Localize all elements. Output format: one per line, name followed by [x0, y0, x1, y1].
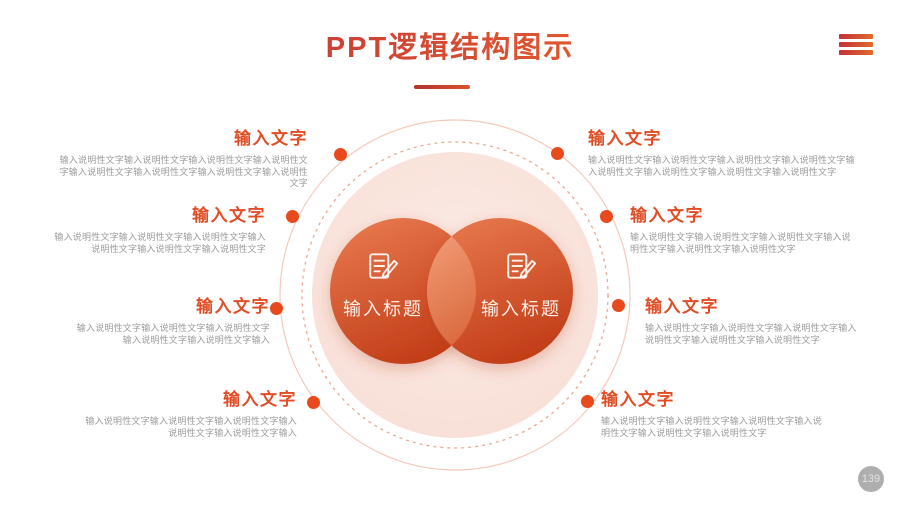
- dashed-ring: [301, 141, 609, 449]
- text-block-right-3: 输入文字 输入说明性文字输入说明性文字输入说明性文字输入说明性文字输入说明性文字…: [645, 292, 857, 346]
- hamburger-icon[interactable]: [839, 34, 873, 55]
- block-description: 输入说明性文字输入说明性文字输入说明性文字输入说明性文字输入说明性文字输入说明性…: [630, 232, 851, 254]
- block-heading: 输入文字: [192, 206, 266, 225]
- block-heading: 输入文字: [630, 206, 704, 225]
- block-description: 输入说明性文字输入说明性文字输入说明性文字输入说明性文字输入说明性文字输入: [76, 323, 270, 345]
- block-heading: 输入文字: [196, 297, 270, 316]
- page-number-badge: 139: [858, 466, 884, 492]
- node-dot: [307, 396, 320, 409]
- text-block-left-2: 输入文字 输入说明性文字输入说明性文字输入说明性文字输入说明性文字输入说明性文字…: [52, 201, 266, 255]
- text-block-right-2: 输入文字 输入说明性文字输入说明性文字输入说明性文字输入说明性文字输入说明性文字…: [630, 201, 854, 255]
- block-heading: 输入文字: [234, 129, 308, 148]
- node-dot: [334, 148, 347, 161]
- block-description: 输入说明性文字输入说明性文字输入说明性文字输入说明性文字输入说明性文字输入说明性…: [601, 416, 822, 438]
- text-block-left-4: 输入文字 输入说明性文字输入说明性文字输入说明性文字输入说明性文字输入说明性文字…: [85, 385, 297, 439]
- node-dot: [286, 210, 299, 223]
- venn-left-content: 输入标题: [323, 249, 443, 321]
- outer-ring: [279, 119, 631, 471]
- node-dot: [581, 395, 594, 408]
- page-title: PPT逻辑结构图示: [0, 24, 900, 66]
- text-block-right-4: 输入文字 输入说明性文字输入说明性文字输入说明性文字输入说明性文字输入说明性文字…: [601, 385, 823, 439]
- venn-overlap: [426, 236, 477, 346]
- block-heading: 输入文字: [601, 390, 675, 409]
- block-description: 输入说明性文字输入说明性文字输入说明性文字输入说明性文字输入说明性文字输入说明性…: [588, 155, 855, 177]
- hamburger-bar: [839, 34, 873, 39]
- node-dot: [612, 299, 625, 312]
- text-block-right-1: 输入文字 输入说明性文字输入说明性文字输入说明性文字输入说明性文字输入说明性文字…: [588, 124, 856, 178]
- node-dot: [551, 147, 564, 160]
- block-description: 输入说明性文字输入说明性文字输入说明性文字输入说明性文字输入说明性文字输入说明性…: [59, 155, 308, 188]
- hamburger-bar: [839, 42, 873, 47]
- title-underline: [414, 85, 470, 89]
- text-block-left-3: 输入文字 输入说明性文字输入说明性文字输入说明性文字输入说明性文字输入说明性文字…: [72, 292, 270, 346]
- block-heading: 输入文字: [645, 297, 719, 316]
- block-heading: 输入文字: [588, 129, 662, 148]
- block-heading: 输入文字: [223, 390, 297, 409]
- note-pencil-icon: [507, 253, 537, 279]
- venn-right-content: 输入标题: [461, 249, 581, 321]
- block-description: 输入说明性文字输入说明性文字输入说明性文字输入说明性文字输入说明性文字输入: [85, 416, 297, 438]
- node-dot: [270, 302, 283, 315]
- note-pencil-icon: [369, 253, 399, 279]
- venn-right-title: 输入标题: [481, 299, 561, 319]
- block-description: 输入说明性文字输入说明性文字输入说明性文字输入说明性文字输入说明性文字输入说明性…: [645, 323, 857, 345]
- text-block-left-1: 输入文字 输入说明性文字输入说明性文字输入说明性文字输入说明性文字输入说明性文字…: [58, 124, 308, 190]
- venn-left-title: 输入标题: [343, 299, 423, 319]
- hamburger-bar: [839, 50, 873, 55]
- node-dot: [600, 210, 613, 223]
- block-description: 输入说明性文字输入说明性文字输入说明性文字输入说明性文字输入说明性文字输入说明性…: [54, 232, 266, 254]
